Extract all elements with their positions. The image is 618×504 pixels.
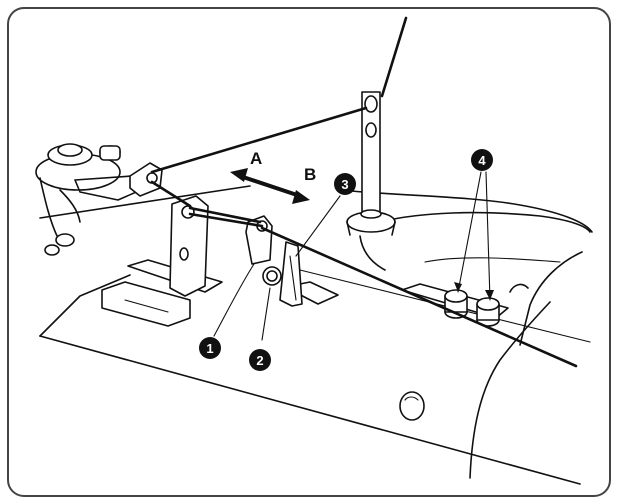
callout-4: 4 [471,149,493,171]
callout-leaders [213,171,494,341]
callout-3: 3 [334,173,356,195]
thread-guide-plate [279,241,303,307]
callout-3-number: 3 [341,177,348,192]
label-a: A [250,149,262,168]
label-b: B [304,165,316,184]
callout-2-number: 2 [256,353,263,368]
callout-2: 2 [249,349,271,371]
callout-1: 1 [199,337,221,359]
thread-guide-post [346,91,396,236]
callout-1-number: 1 [206,341,213,356]
direction-arrow-a-b [230,168,310,204]
diagram-frame [7,7,611,497]
tension-disc-assembly [35,143,151,256]
callout-4-number: 4 [478,153,486,168]
guide-screw [262,266,282,286]
thread-path [150,16,578,368]
thread-guide-bracket [169,195,273,297]
